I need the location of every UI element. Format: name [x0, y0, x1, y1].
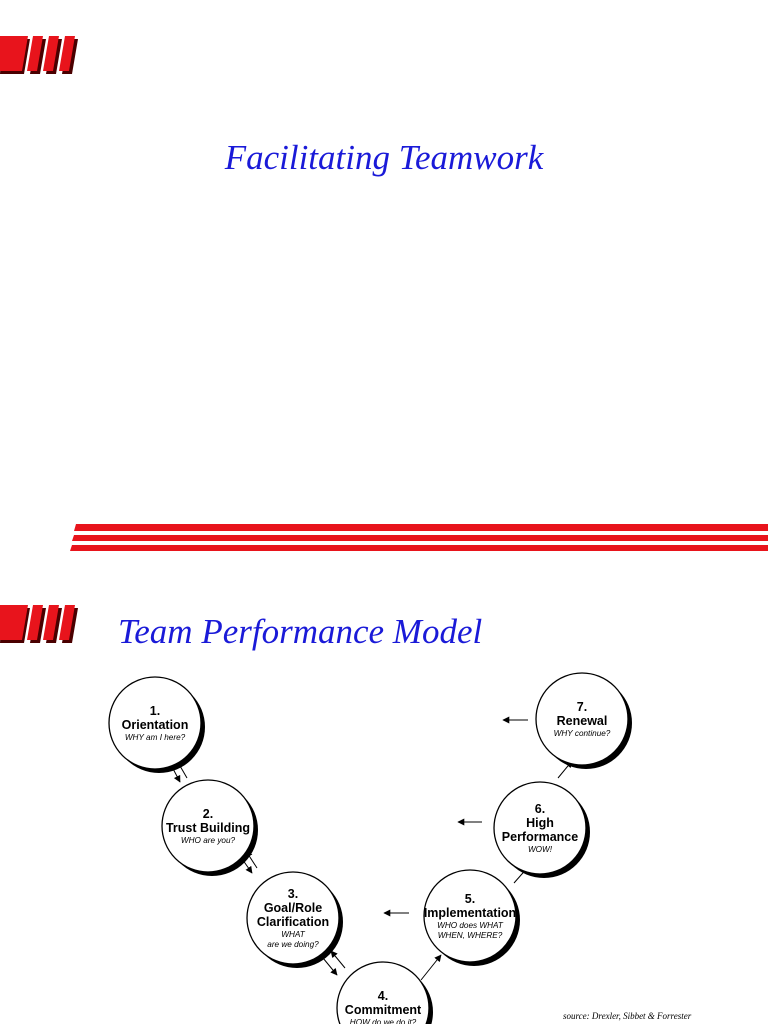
- stage-1-text: 1.: [150, 704, 160, 718]
- stage-3-text: Clarification: [257, 915, 329, 929]
- stage-4-text: 4.: [378, 989, 388, 1003]
- red-stripes-logo-icon: [0, 36, 78, 74]
- source-citation: source: Drexler, Sibbet & Forrester: [563, 1011, 692, 1021]
- stage-7-text: WHY continue?: [554, 729, 611, 738]
- slide-title: Team Performance Model: [118, 612, 483, 651]
- stage-6-text: 6.: [535, 802, 545, 816]
- stage-6-text: Performance: [502, 830, 578, 844]
- stage-4-text: HOW do we do it?: [350, 1018, 417, 1024]
- stage-3-text: Goal/Role: [264, 901, 322, 915]
- stage-6-text: WOW!: [528, 845, 553, 854]
- stage-1-text: WHY am I here?: [125, 733, 186, 742]
- stage-5-text: WHO does WHAT: [437, 921, 504, 930]
- stage-4-text: Commitment: [345, 1003, 422, 1017]
- stage-5-text: 5.: [465, 892, 475, 906]
- flow-arrow: [322, 957, 338, 976]
- stage-3-text: WHAT: [281, 930, 305, 939]
- stage-2-text: Trust Building: [166, 821, 250, 835]
- stage-2-text: 2.: [203, 807, 213, 821]
- stage-7-text: 7.: [577, 700, 587, 714]
- red-stripes-logo-icon: [0, 605, 78, 643]
- stage-3-text: 3.: [288, 887, 298, 901]
- stage-3-text: are we doing?: [267, 940, 319, 949]
- slide-title: Facilitating Teamwork: [224, 138, 544, 177]
- flow-arrow: [330, 950, 346, 969]
- stage-5-text: WHEN, WHERE?: [438, 931, 503, 940]
- stage-1-text: Orientation: [122, 718, 189, 732]
- stage-6-text: High: [526, 816, 554, 830]
- stage-5-text: Implementation: [424, 906, 516, 920]
- red-triple-line-icon: [70, 524, 768, 551]
- stage-2-text: WHO are you?: [181, 836, 236, 845]
- flow-arrow: [420, 954, 442, 981]
- stage-7-text: Renewal: [557, 714, 608, 728]
